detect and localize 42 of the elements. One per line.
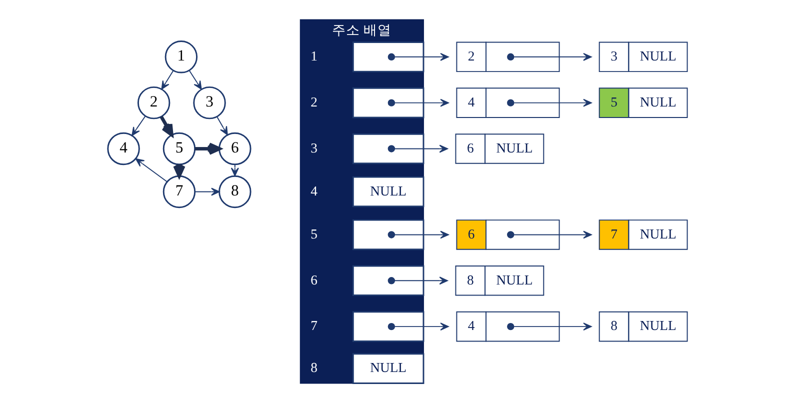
arrow	[388, 230, 449, 239]
arrow	[388, 276, 448, 285]
node-circle: 8	[218, 175, 252, 208]
node-text: 3	[310, 140, 318, 156]
arrow	[507, 98, 592, 107]
arrow	[507, 52, 592, 61]
node-box	[352, 42, 424, 72]
arrow	[388, 52, 449, 61]
node-box: NULL	[352, 176, 424, 208]
node-box	[352, 87, 424, 118]
arrow	[188, 70, 202, 90]
node-circle: 2	[137, 86, 170, 120]
arrow	[388, 98, 449, 107]
arrow	[388, 144, 448, 153]
arrow	[507, 322, 592, 331]
node-text: 8	[310, 360, 318, 376]
node-text: 2	[310, 94, 318, 110]
node-box: NULL	[352, 353, 424, 384]
node-text: 4	[310, 183, 318, 198]
node-box	[352, 219, 424, 250]
node-circle: 1	[164, 40, 198, 74]
node-circle: 4	[107, 132, 140, 166]
node-text: 5	[310, 226, 318, 242]
node-text: 1	[310, 48, 318, 64]
arrow	[160, 116, 174, 136]
arrow	[216, 116, 228, 136]
arrow	[388, 322, 449, 331]
arrow	[161, 70, 174, 90]
node-text: 6	[310, 272, 318, 288]
arrow	[194, 142, 221, 155]
arrow	[132, 116, 146, 136]
node-circle: 3	[193, 86, 226, 120]
arrow	[230, 164, 239, 176]
node-box	[352, 311, 424, 342]
arrow	[135, 158, 168, 182]
node-circle: 7	[162, 175, 196, 208]
arrow	[194, 188, 220, 196]
arrow	[507, 230, 592, 239]
node-circle: 6	[218, 132, 252, 166]
node-text: 7	[310, 318, 318, 334]
node-box	[352, 133, 424, 164]
node-box	[352, 265, 424, 296]
